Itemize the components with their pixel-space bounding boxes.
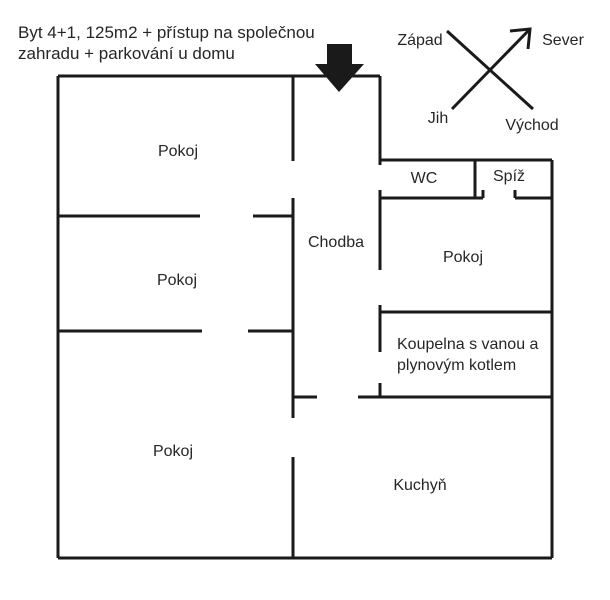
- room-label-bathroom-line1: Koupelna s vanou a: [397, 336, 539, 353]
- room-label-pantry: Spíž: [492, 168, 526, 185]
- listing-title-line2: zahradu + parkování u domu: [18, 44, 235, 63]
- room-label-top-left: Pokoj: [157, 143, 199, 160]
- listing-title-line1: Byt 4+1, 125m2 + přístup na společnou: [18, 23, 315, 42]
- compass-label-south: Jih: [427, 110, 449, 127]
- room-label-hallway: Chodba: [307, 234, 365, 251]
- left-room-dividers: [58, 214, 293, 333]
- room-label-mid-left: Pokoj: [156, 272, 198, 289]
- room-label-bathroom: Koupelna s vanou a plynovým kotlem: [397, 334, 538, 376]
- entrance-arrow-icon: [315, 44, 364, 92]
- room-label-bathroom-line2: plynovým kotlem: [397, 357, 517, 374]
- compass-label-east: Východ: [505, 117, 559, 134]
- walls: [56, 74, 554, 560]
- compass-label-north: Sever: [542, 32, 584, 49]
- listing-title: Byt 4+1, 125m2 + přístup na společnou za…: [18, 22, 315, 64]
- compass-label-west: Západ: [397, 32, 443, 49]
- outer-walls: [56, 74, 554, 560]
- wc-pantry-walls: [380, 160, 552, 200]
- room-label-bottom-left: Pokoj: [152, 443, 194, 460]
- compass-south-north-line: [450, 28, 531, 111]
- compass-icon: [445, 27, 535, 111]
- room-label-wc: WC: [410, 170, 438, 187]
- room-label-right: Pokoj: [442, 249, 484, 266]
- compass-north-arrowhead: [509, 27, 532, 50]
- room-label-kitchen: Kuchyň: [393, 477, 447, 494]
